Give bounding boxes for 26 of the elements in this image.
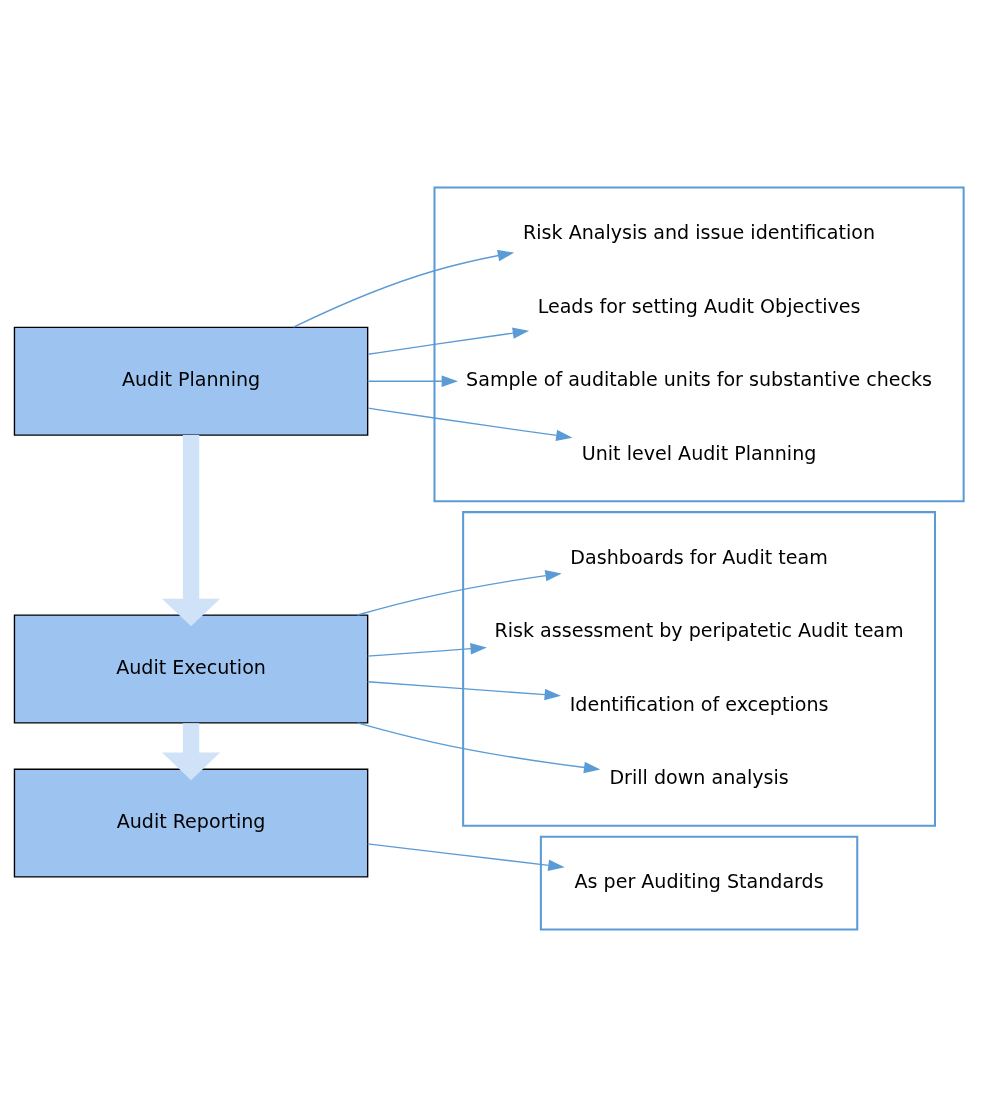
arrow — [367, 407, 572, 441]
node-text: Unit level Audit Planning — [581, 441, 816, 465]
arrow — [366, 375, 458, 387]
arrow — [367, 326, 529, 355]
arrow — [366, 842, 565, 871]
cluster — [539, 835, 858, 930]
cluster — [432, 186, 965, 502]
node-text: Dashboards for Audit team — [569, 545, 828, 569]
arrow — [366, 680, 561, 700]
arrow — [356, 569, 562, 616]
node-text: Sample of auditable units for substantive checks — [465, 367, 932, 391]
node-text: Leads for setting Audit Objectives — [537, 294, 860, 318]
arrow — [356, 721, 600, 773]
node-text: Drill down analysis — [608, 765, 789, 789]
cluster — [461, 510, 936, 827]
node-box: Audit Planning — [13, 326, 368, 436]
arrow — [292, 249, 514, 328]
node-text: Risk assessment by peripatetic Audit team — [493, 618, 904, 642]
node-box: Audit Reporting — [13, 768, 368, 878]
node-text: Identification of exceptions — [569, 692, 828, 716]
arrow — [366, 642, 487, 657]
arrow — [161, 434, 220, 626]
node-text: Risk Analysis and issue identification — [522, 220, 875, 244]
node-text: As per Auditing Standards — [573, 869, 824, 893]
arrow — [161, 722, 220, 780]
node-box: Audit Execution — [13, 613, 368, 723]
